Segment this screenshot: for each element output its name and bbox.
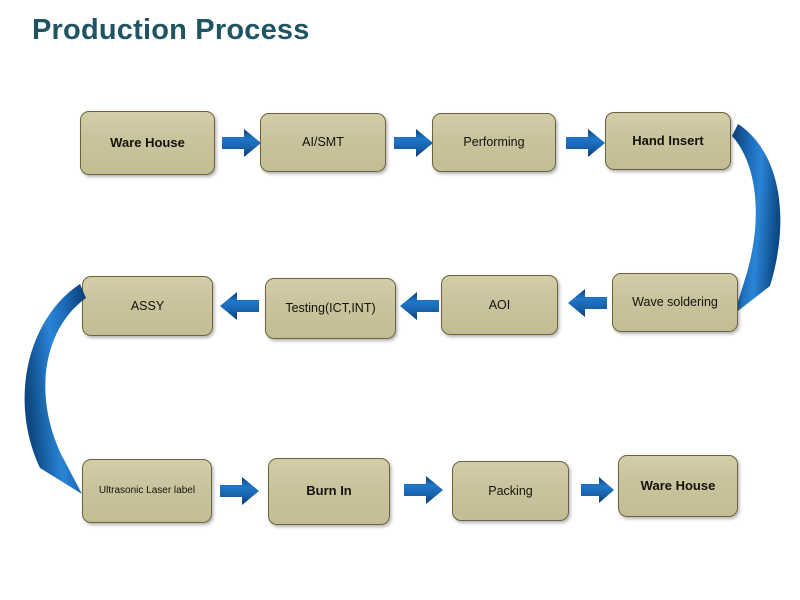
arrow-left-icon-2: [398, 291, 440, 321]
page-title: Production Process: [32, 14, 310, 46]
node-label: AOI: [488, 297, 511, 312]
node-label: Testing(ICT,INT): [285, 301, 376, 316]
process-node-ai-smt[interactable]: AI/SMT: [260, 113, 386, 172]
node-label: Ultrasonic Laser label: [98, 485, 196, 497]
process-node-assy[interactable]: ASSY: [82, 276, 213, 336]
arrow-right-icon-2: [394, 128, 434, 158]
curved-arrow-down-left-icon: [4, 282, 94, 504]
node-label: Wave soldering: [632, 295, 718, 310]
node-label: Performing: [463, 135, 525, 150]
process-node-ultrasonic[interactable]: Ultrasonic Laser label: [82, 459, 212, 523]
process-node-performing[interactable]: Performing: [432, 113, 556, 172]
node-label: AI/SMT: [302, 135, 344, 150]
arrow-right-icon-5: [404, 475, 444, 505]
process-node-hand-insert[interactable]: Hand Insert: [605, 112, 731, 170]
arrow-right-icon-3: [566, 128, 606, 158]
curved-arrow-down-right-icon: [730, 118, 800, 328]
node-label: Ware House: [110, 134, 185, 150]
arrow-right-icon-4: [220, 476, 260, 506]
process-node-burn-in[interactable]: Burn In: [268, 458, 390, 525]
arrow-left-icon-3: [566, 288, 608, 318]
process-node-ware-house-in[interactable]: Ware House: [80, 111, 215, 175]
process-node-aoi[interactable]: AOI: [441, 275, 558, 335]
arrow-right-icon-1: [222, 128, 262, 158]
arrow-left-icon-1: [218, 291, 260, 321]
node-label: Packing: [488, 483, 533, 498]
process-node-ware-house-out[interactable]: Ware House: [618, 455, 738, 517]
process-node-wave-soldering[interactable]: Wave soldering: [612, 273, 738, 332]
process-node-testing[interactable]: Testing(ICT,INT): [265, 278, 396, 339]
node-label: ASSY: [130, 298, 165, 313]
node-label: Hand Insert: [632, 132, 704, 148]
arrow-right-icon-6: [581, 476, 615, 504]
node-label: Ware House: [640, 477, 716, 493]
node-label: Burn In: [306, 483, 352, 499]
process-node-packing[interactable]: Packing: [452, 461, 569, 521]
